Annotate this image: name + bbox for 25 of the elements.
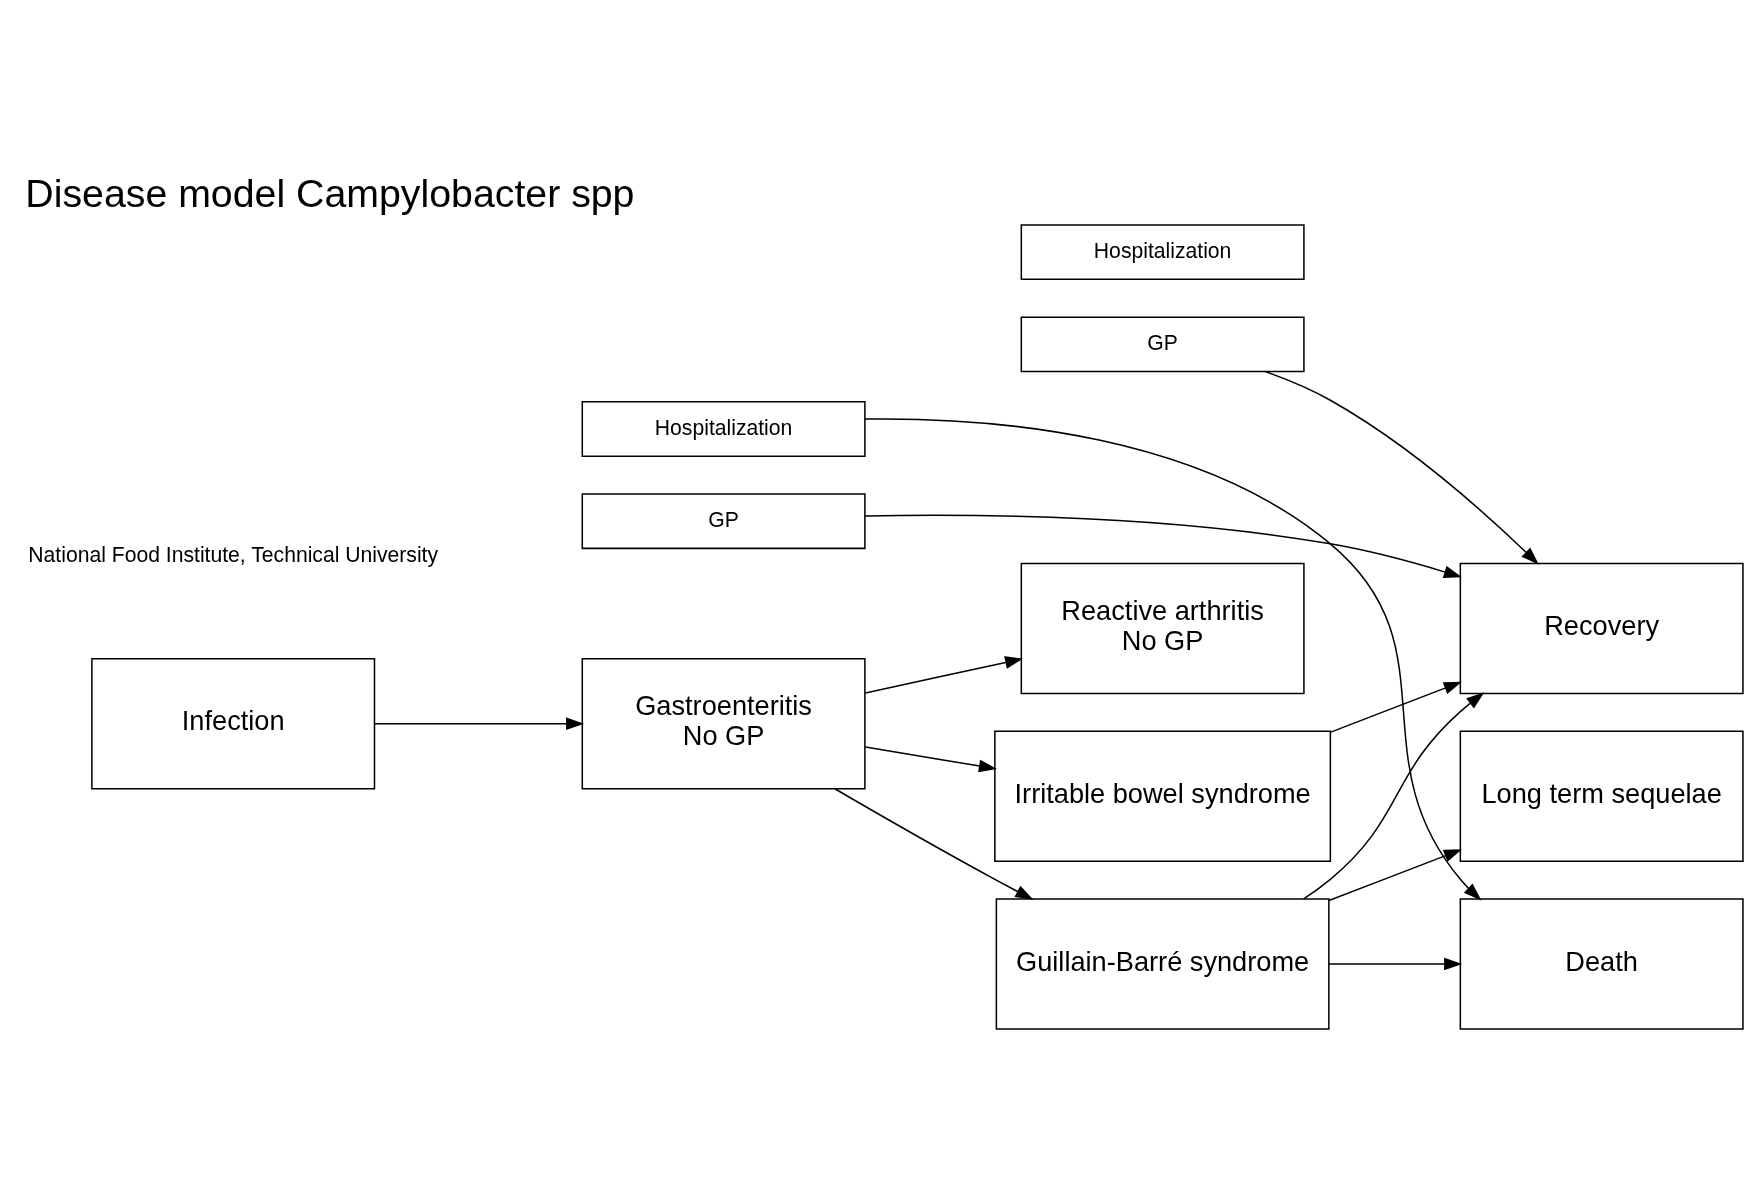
arrow	[1330, 681, 1462, 733]
arrow	[864, 514, 1462, 578]
node-box: Infection	[91, 657, 376, 790]
node-box: Death	[1459, 898, 1744, 1030]
node-box: Hospitalization	[581, 401, 866, 457]
arrow	[1328, 849, 1463, 902]
arrow	[1302, 692, 1485, 900]
node-box: Long term sequelae	[1459, 730, 1744, 862]
node-box: Gastroenteritis No GP	[581, 657, 866, 790]
label: National Food Institute, Technical University	[28, 542, 439, 566]
node-box: Hospitalization	[1020, 224, 1305, 281]
node-box: Guillain-Barré syndrome	[995, 898, 1330, 1030]
diagram-title: Disease model Campylobacter spp	[25, 170, 635, 215]
node-box: GP	[1020, 316, 1305, 373]
arrow	[1264, 370, 1539, 565]
arrow	[864, 418, 1482, 901]
arrow	[834, 788, 1034, 900]
arrow	[1328, 957, 1463, 971]
arrow	[374, 717, 585, 731]
node-box: Reactive arthritis No GP	[1020, 562, 1305, 695]
arrow	[864, 656, 1024, 694]
node-box: Recovery	[1459, 562, 1744, 695]
node-box: Irritable bowel syndrome	[994, 730, 1332, 862]
arrow	[864, 746, 998, 773]
node-box: GP	[581, 493, 866, 550]
